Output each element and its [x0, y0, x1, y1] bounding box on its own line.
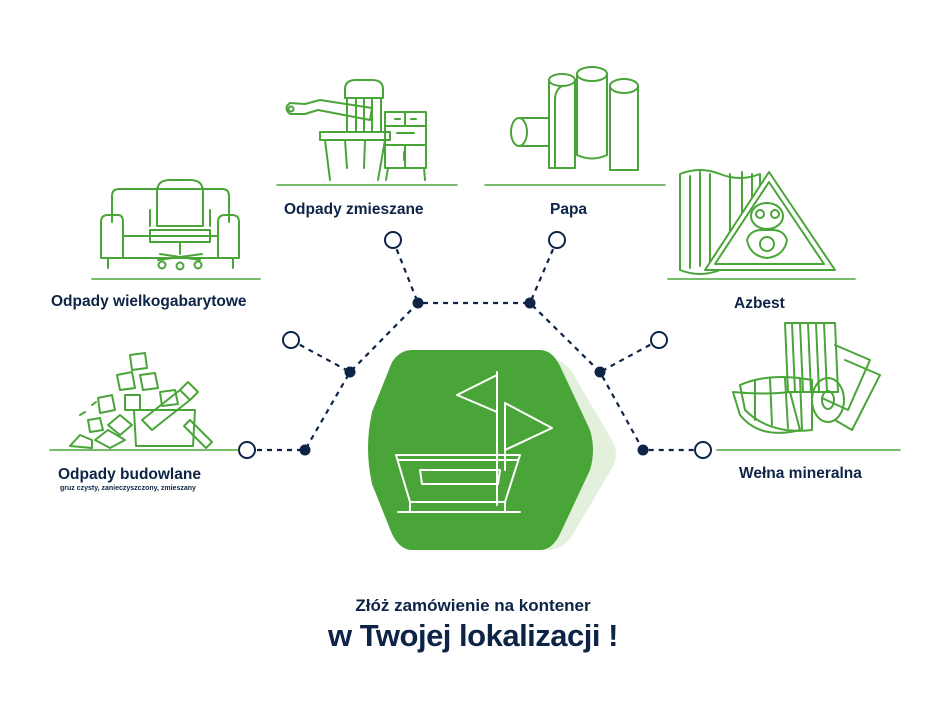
label-papa: Papa [550, 201, 588, 218]
endpoint-circle [694, 441, 712, 459]
label-azbest: Azbest [734, 295, 785, 312]
label-wielkogabarytowe: Odpady wielkogabarytowe [51, 293, 247, 310]
mineral-wool-icon [732, 322, 881, 434]
hexagon-fill [368, 350, 593, 550]
junction-dot [412, 297, 424, 309]
junction-dot [637, 444, 649, 456]
connector-budowlane [247, 301, 703, 452]
skip-container-icon [395, 371, 553, 513]
sofa-chair-icon [100, 179, 240, 271]
junction-dot [594, 366, 606, 378]
connector-papa [528, 239, 559, 304]
roofing-rolls-icon [510, 66, 639, 171]
junction-dot [344, 366, 356, 378]
center-hexagon [368, 350, 616, 550]
furniture-icon [285, 79, 427, 181]
connector-network [247, 239, 703, 452]
label-welna: Wełna mineralna [739, 465, 862, 482]
connector-zmieszane [391, 239, 420, 304]
endpoint-circle [650, 331, 668, 349]
connector-wielkogabarytowe [290, 339, 351, 373]
rubble-icon [69, 352, 213, 449]
sublabel-budowlane: gruz czysty, zanieczyszczony, zmieszany [60, 485, 196, 492]
connector-endpoints [238, 231, 712, 459]
endpoint-circle [238, 441, 256, 459]
label-budowlane: Odpady budowlane [58, 466, 201, 483]
endpoint-circle [282, 331, 300, 349]
cta-line-2: w Twojej lokalizacji ! [328, 618, 618, 653]
connector-azbest [599, 339, 660, 373]
label-zmieszane: Odpady zmieszane [284, 201, 424, 218]
endpoint-circle [548, 231, 566, 249]
junction-dot [524, 297, 536, 309]
connector-dots [299, 297, 649, 456]
junction-dot [299, 444, 311, 456]
asbestos-warning-icon [679, 169, 836, 275]
endpoint-circle [384, 231, 402, 249]
baselines [49, 184, 901, 451]
cta-line-1: Złóż zamówienie na kontener [355, 596, 591, 615]
